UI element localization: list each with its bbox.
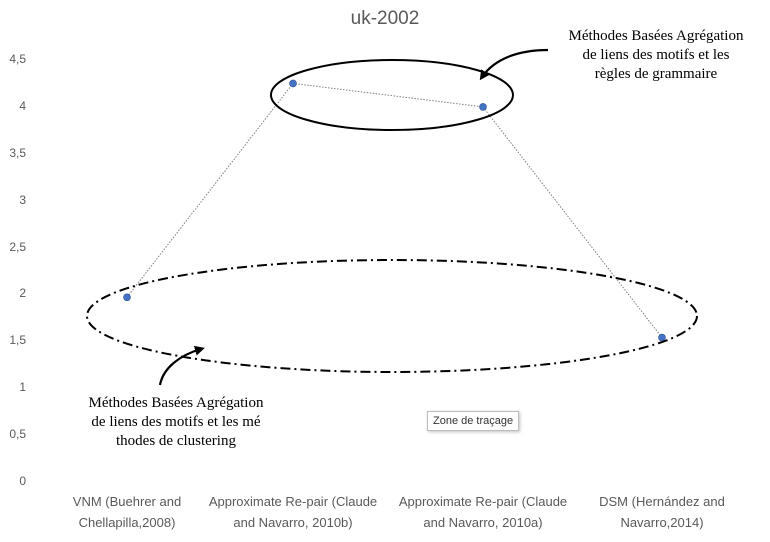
x-tick-label-line: DSM (Hernández and (599, 494, 725, 509)
y-tick-label: 1 (19, 380, 26, 395)
data-point[interactable] (123, 293, 131, 302)
top-group-ellipse (270, 59, 514, 131)
x-tick-label-line: Navarro,2014) (620, 515, 704, 530)
x-tick-label-line: VNM (Buehrer and (72, 494, 182, 509)
y-tick-label: 1,5 (9, 333, 26, 348)
y-tick-label: 3,5 (9, 145, 26, 160)
x-tick-label: Approximate Re-pair (Claude and Navarro, … (198, 491, 388, 533)
bottom-annotation-arrow (158, 345, 205, 386)
chart-title: uk-2002 (350, 8, 420, 29)
x-tick-label-line: and Navarro, 2010a) (423, 515, 543, 530)
bottom-group-ellipse (86, 259, 698, 373)
x-tick-label-line: and Navarro, 2010b) (233, 515, 353, 530)
y-tick-label: 0 (19, 474, 26, 488)
data-point[interactable] (658, 333, 666, 342)
y-tick-label: 4 (19, 98, 26, 113)
data-point[interactable] (289, 79, 297, 88)
data-point[interactable] (479, 103, 487, 111)
y-tick-label: 2,5 (9, 239, 26, 254)
plot-area-tooltip: Zone de traçage (427, 411, 520, 431)
x-tick-label-line: Approximate Re-pair (Claude (208, 494, 378, 509)
bottom-annotation-line-3: thodes de clustering (116, 433, 236, 449)
y-tick-label: 2 (19, 286, 26, 301)
x-tick-label: Approximate Re-pair (Claude and Navarro, … (388, 491, 578, 533)
top-annotation-arrow (479, 48, 549, 81)
y-tick-label: 4,5 (9, 52, 26, 66)
top-annotation-line-2: de liens des motifs et les (582, 47, 730, 63)
x-tick-label-line: Approximate Re-pair (Claude (398, 494, 568, 509)
top-annotation-line-1: Méthodes Basées Agrégation (568, 28, 744, 44)
y-tick-label: 0,5 (9, 427, 26, 442)
x-tick-label-line: Chellapilla,2008) (78, 515, 176, 530)
bottom-annotation: Méthodes Basées Agrégation de liens des … (58, 394, 294, 451)
series-layer (123, 79, 666, 342)
top-annotation: Méthodes Basées Agrégation de liens des … (540, 27, 770, 84)
y-tick-label: 3 (19, 192, 26, 207)
top-annotation-line-3: règles de grammaire (594, 66, 718, 82)
series-line (126, 82, 663, 338)
bottom-annotation-line-2: de liens des motifs et les mé (91, 414, 261, 430)
bottom-annotation-line-1: Méthodes Basées Agrégation (88, 395, 264, 411)
